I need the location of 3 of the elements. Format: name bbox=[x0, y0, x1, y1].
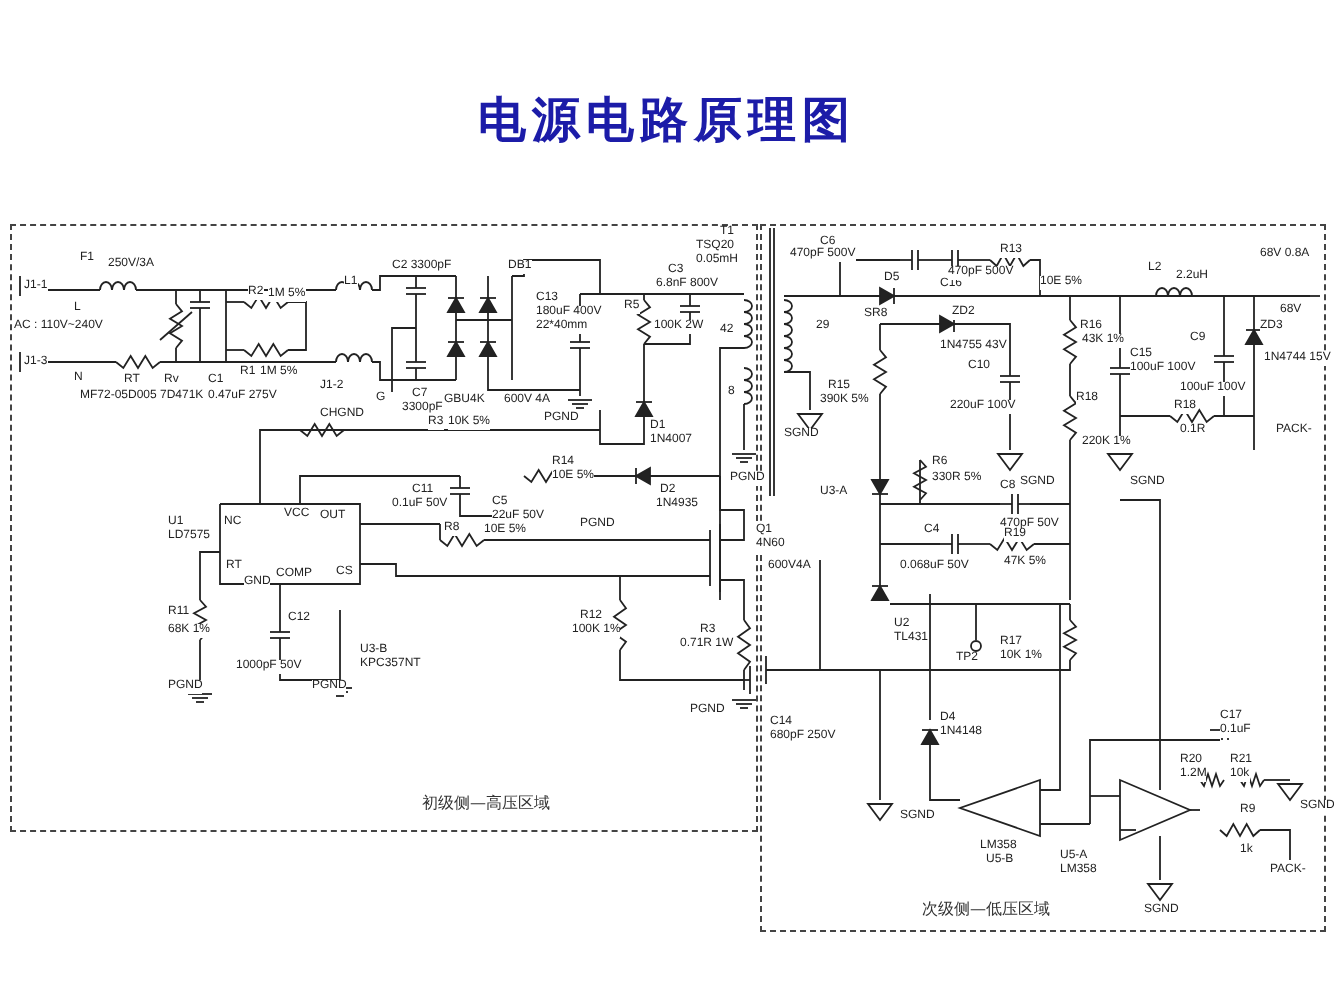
zone-title: 次级侧—低压区域 bbox=[922, 898, 1050, 920]
diagram-title: 电源电路原理图 bbox=[478, 92, 856, 148]
zone-title: 初级侧—高压区域 bbox=[422, 792, 550, 814]
